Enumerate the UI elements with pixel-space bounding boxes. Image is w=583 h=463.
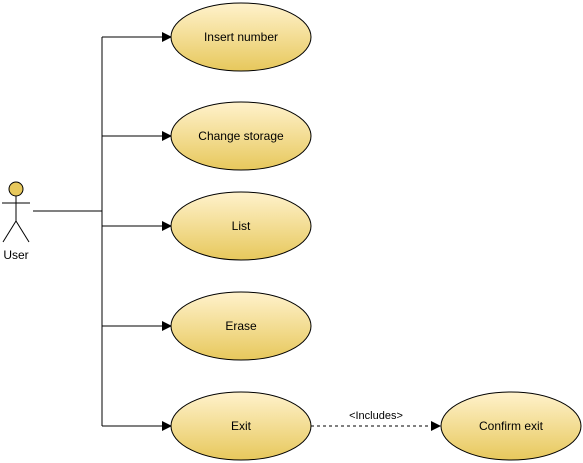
use-case-insert-number[interactable]: Insert number <box>170 2 312 72</box>
use-case-label: Confirm exit <box>479 419 544 433</box>
actor-right-leg <box>15 220 30 243</box>
use-case-label: List <box>232 219 251 233</box>
include-label: <Includes> <box>349 410 403 422</box>
use-case-label: Erase <box>225 319 257 333</box>
use-case-confirm-exit[interactable]: Confirm exit <box>440 391 582 461</box>
actor-label: User <box>3 248 28 262</box>
use-case-change-storage[interactable]: Change storage <box>170 101 312 171</box>
use-case-label: Insert number <box>204 30 278 44</box>
actor-left-leg <box>2 220 17 243</box>
association-lines <box>33 32 172 431</box>
use-case-list[interactable]: List <box>170 191 312 261</box>
use-case-erase[interactable]: Erase <box>170 291 312 361</box>
include-relationship: <Includes> <box>311 410 441 431</box>
use-case-label: Change storage <box>198 129 284 143</box>
actor-head <box>8 181 24 197</box>
use-case-label: Exit <box>231 419 252 433</box>
actor-user[interactable]: User <box>2 181 30 262</box>
use-case-exit[interactable]: Exit <box>170 391 312 461</box>
